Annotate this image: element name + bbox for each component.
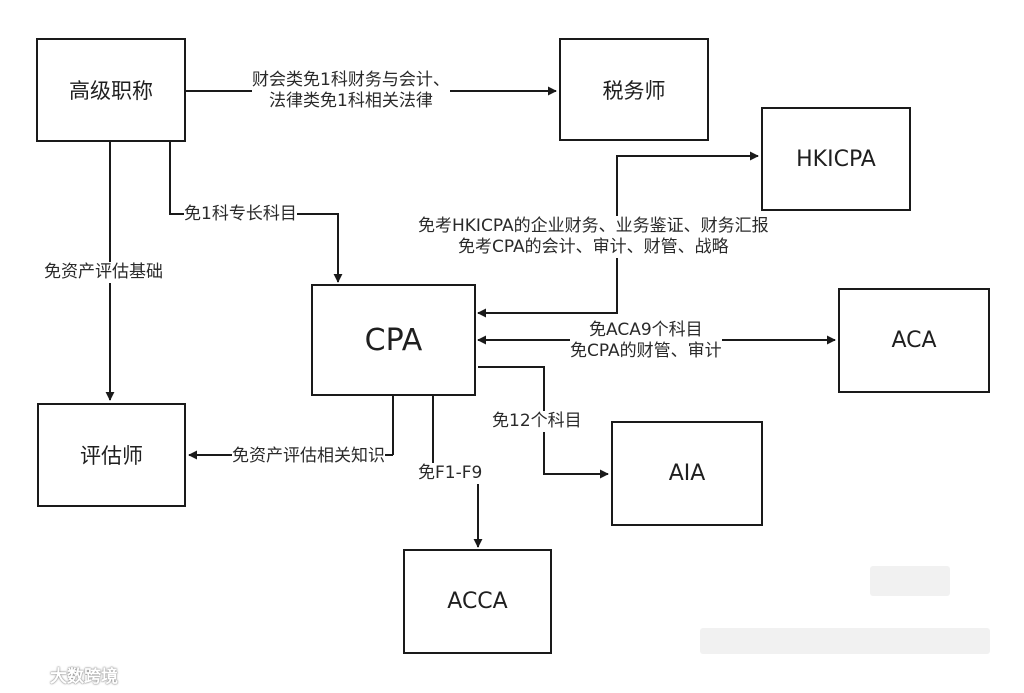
edge-label-line: 法律类免1科相关法律: [269, 91, 433, 111]
node-hkicpa: HKICPA: [761, 107, 911, 211]
edge-label-cpa-to-acca: 免F1-F9: [418, 463, 483, 484]
node-senior-title: 高级职称: [36, 38, 186, 142]
edge-label-cpa-to-aia: 免12个科目: [492, 411, 582, 432]
edge-label-line: 免CPA的财管、审计: [570, 341, 722, 361]
blurred-region: [700, 628, 990, 654]
watermark-text: 大数跨境: [50, 666, 118, 687]
edge-label-line: 财会类免1科财务与会计、: [252, 70, 450, 90]
edge-label-cpa-hkicpa: 免考HKICPA的企业财务、业务鉴证、财务汇报 免考CPA的会计、审计、财管、战…: [418, 216, 769, 258]
node-aca: ACA: [838, 288, 990, 393]
edge-label-cpa-to-appraiser: 免资产评估相关知识: [232, 446, 385, 467]
edge-label-line: 免ACA9个科目: [589, 320, 703, 340]
node-appraiser: 评估师: [37, 403, 186, 507]
weibo-logo-icon: [9, 669, 43, 683]
watermark: 大数跨境: [8, 661, 118, 687]
node-acca: ACCA: [403, 549, 552, 654]
node-tax-advisor: 税务师: [559, 38, 709, 141]
node-cpa: CPA: [311, 284, 476, 396]
edge-label-line: 免考HKICPA的企业财务、业务鉴证、财务汇报: [418, 216, 769, 236]
edge-label-senior-to-cpa: 免1科专长科目: [184, 204, 297, 225]
edge-label-senior-to-tax: 财会类免1科财务与会计、 法律类免1科相关法律: [252, 70, 450, 112]
edge-label-line: 免考CPA的会计、审计、财管、战略: [457, 237, 729, 257]
node-aia: AIA: [611, 421, 763, 526]
edge-label-senior-to-appraiser: 免资产评估基础: [44, 262, 163, 283]
blurred-region: [870, 566, 950, 596]
edge-label-cpa-aca: 免ACA9个科目 免CPA的财管、审计: [570, 320, 722, 362]
